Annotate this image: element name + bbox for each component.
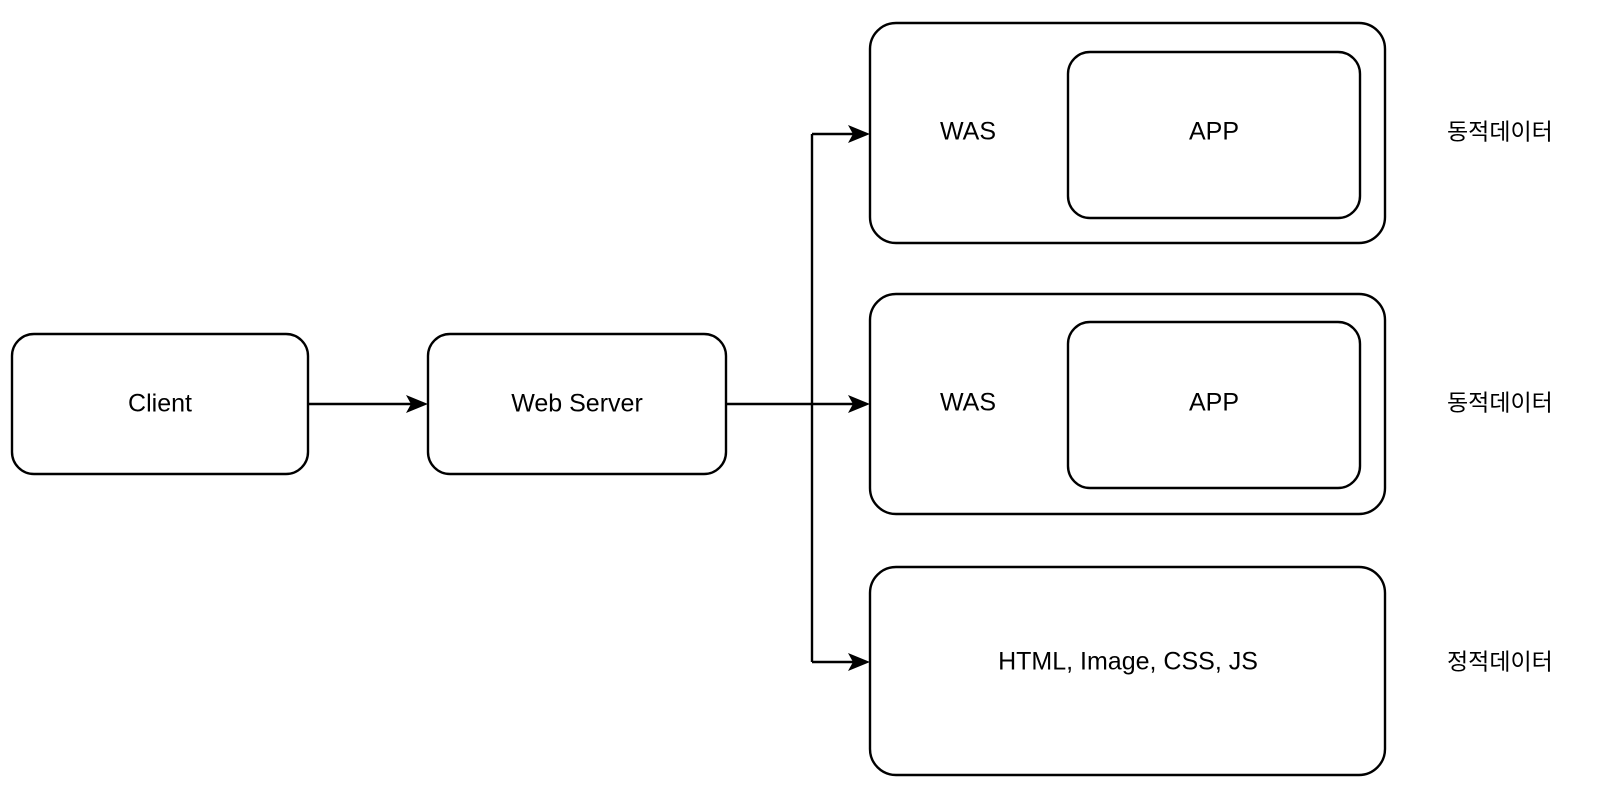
node-app-mid-box[interactable]	[1066, 320, 1362, 490]
node-static-store-label: HTML, Image, CSS, JS	[998, 648, 1258, 676]
edge-client-to-web-server	[308, 395, 428, 413]
edge-web-server-to-was-top	[812, 125, 870, 143]
node-app-top-box[interactable]	[1066, 50, 1362, 220]
arrow-icon	[848, 395, 870, 413]
node-web-server[interactable]: Web Server	[426, 332, 728, 476]
node-client-box[interactable]	[10, 332, 310, 476]
node-web-server-label: Web Server	[511, 390, 643, 418]
arrow-icon	[848, 125, 870, 143]
side-label-static-data: 정적데이터	[1447, 650, 1553, 676]
node-web-server-box[interactable]	[426, 332, 728, 476]
node-app-top-label: APP	[1189, 118, 1239, 146]
node-was-top[interactable]: WAS APP	[868, 21, 1387, 245]
edge-web-server-trunk	[726, 134, 814, 662]
edge-web-server-to-was-mid	[812, 395, 870, 413]
arrow-icon	[406, 395, 428, 413]
node-static-store-box[interactable]	[868, 565, 1387, 777]
side-label-dynamic-data-top: 동적데이터	[1447, 120, 1553, 146]
node-was-mid[interactable]: WAS APP	[868, 292, 1387, 516]
edge-web-server-to-static-store	[812, 653, 870, 671]
arrow-icon	[848, 653, 870, 671]
side-label-dynamic-data-mid: 동적데이터	[1447, 391, 1553, 417]
node-was-mid-label: WAS	[940, 389, 996, 417]
node-was-top-label: WAS	[940, 118, 996, 146]
node-static-store[interactable]: HTML, Image, CSS, JS	[868, 565, 1387, 777]
node-client-label: Client	[128, 390, 192, 418]
node-client[interactable]: Client	[10, 332, 310, 476]
node-app-mid-label: APP	[1189, 389, 1239, 417]
